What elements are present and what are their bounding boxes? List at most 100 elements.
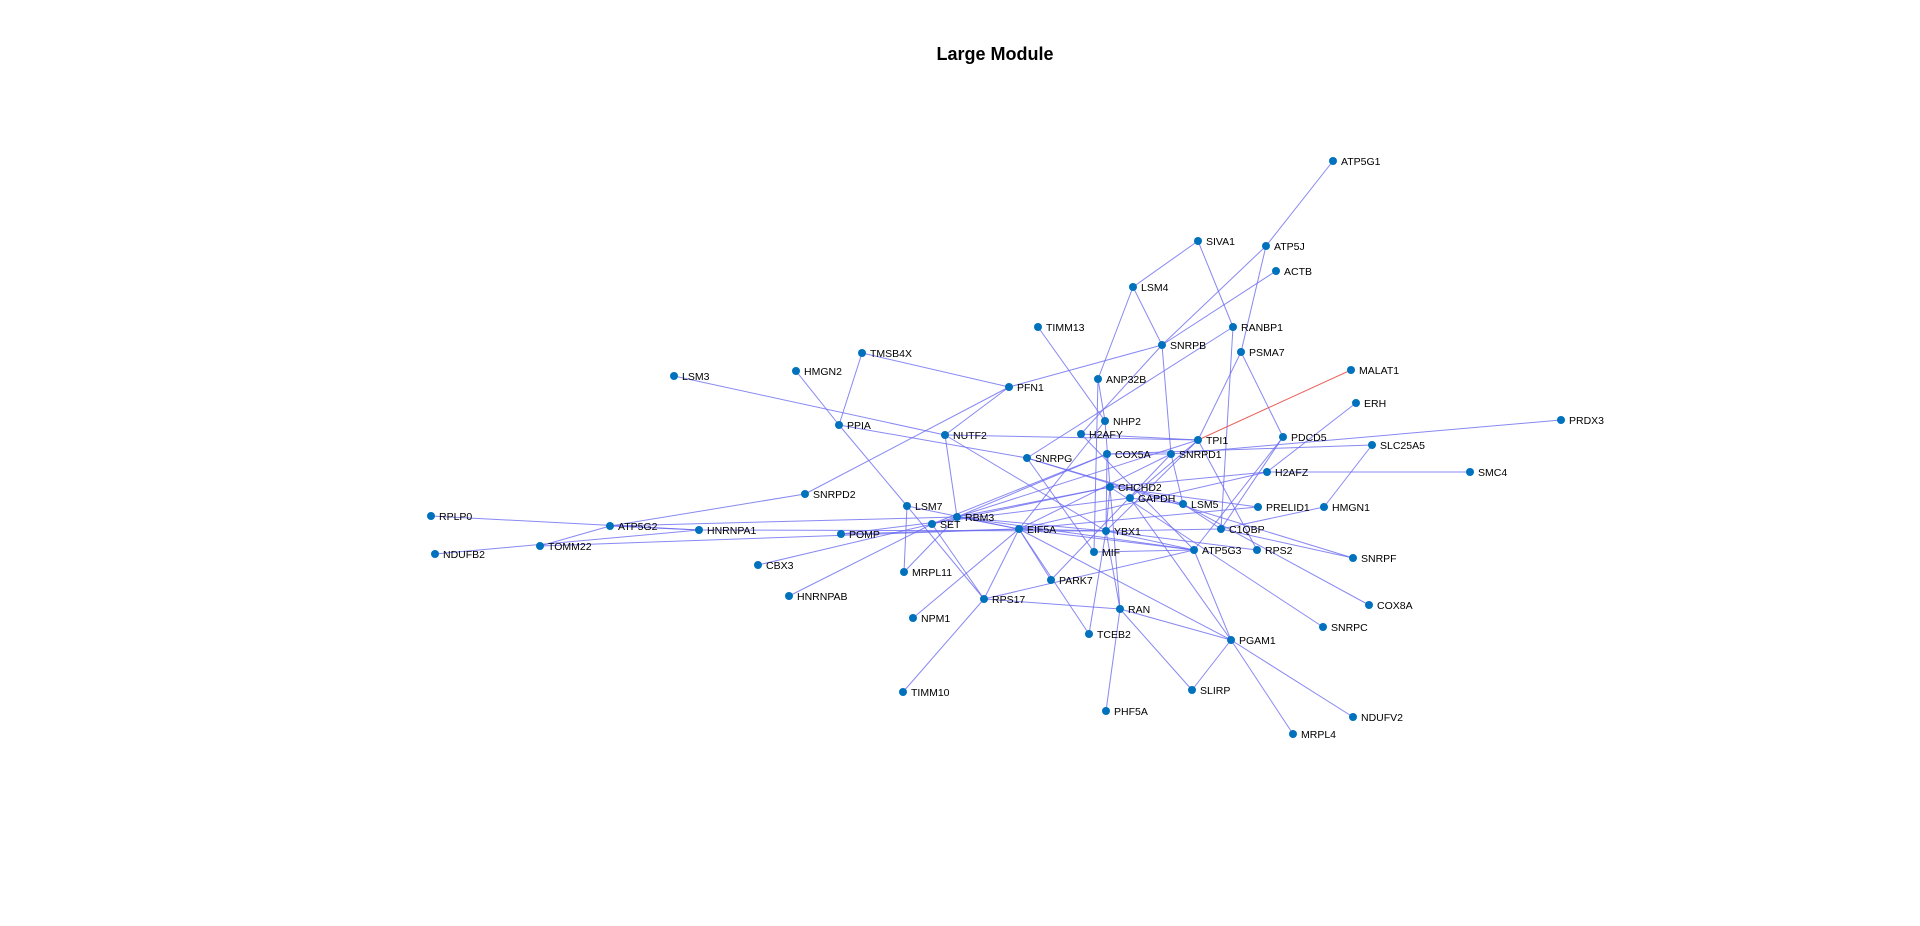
node-prelid1[interactable] <box>1254 503 1262 511</box>
edges-layer <box>430 160 1562 735</box>
edge-SNRPB-H2AFY <box>1080 344 1163 435</box>
node-eif5a[interactable] <box>1015 525 1023 533</box>
node-cox5a[interactable] <box>1103 450 1111 458</box>
node-label-mrpl4: MRPL4 <box>1301 729 1336 741</box>
edge-GAPDH-LSM5 <box>1129 497 1184 505</box>
edge-RANBP1-C1QBP <box>1220 326 1234 530</box>
node-phf5a[interactable] <box>1102 707 1110 715</box>
node-rbm3[interactable] <box>953 513 961 521</box>
node-label-rps17: RPS17 <box>992 594 1025 606</box>
node-mrpl4[interactable] <box>1289 730 1297 738</box>
node-c1qbp[interactable] <box>1217 525 1225 533</box>
node-lsm4[interactable] <box>1129 283 1137 291</box>
node-label-hnrnpab: HNRNPAB <box>797 591 848 603</box>
node-hmgn2[interactable] <box>792 367 800 375</box>
edge-PRELID1-EIF5A <box>1018 506 1259 530</box>
node-ndufv2[interactable] <box>1349 713 1357 721</box>
edge-PGAM1-NDUFV2 <box>1230 639 1354 718</box>
node-snrpc[interactable] <box>1319 623 1327 631</box>
edge-SET-CBX3 <box>757 523 933 566</box>
node-h2afy[interactable] <box>1077 430 1085 438</box>
edge-PFN1-NUTF2 <box>944 386 1010 436</box>
node-snrpb[interactable] <box>1158 341 1166 349</box>
edge-LSM5-C1QBP <box>1182 503 1222 530</box>
node-chchd2[interactable] <box>1106 483 1114 491</box>
node-psma7[interactable] <box>1237 348 1245 356</box>
node-label-pomp: POMP <box>849 529 880 541</box>
node-label-pfn1: PFN1 <box>1017 382 1044 394</box>
node-hnrnpa1[interactable] <box>695 526 703 534</box>
node-nutf2[interactable] <box>941 431 949 439</box>
node-park7[interactable] <box>1047 576 1055 584</box>
node-cbx3[interactable] <box>754 561 762 569</box>
node-hnrnpab[interactable] <box>785 592 793 600</box>
node-erh[interactable] <box>1352 399 1360 407</box>
node-cox8a[interactable] <box>1365 601 1373 609</box>
node-rplp0[interactable] <box>427 512 435 520</box>
node-label-hmgn2: HMGN2 <box>804 366 842 378</box>
node-siva1[interactable] <box>1194 237 1202 245</box>
node-atp5g2[interactable] <box>606 522 614 530</box>
node-pdcd5[interactable] <box>1279 433 1287 441</box>
node-label-smc4: SMC4 <box>1478 467 1507 479</box>
edge-ANP32B-NHP2 <box>1097 378 1106 422</box>
node-ranbp1[interactable] <box>1229 323 1237 331</box>
node-ndufb2[interactable] <box>431 550 439 558</box>
node-lsm5[interactable] <box>1179 500 1187 508</box>
edge-ERH-H2AFZ <box>1266 402 1357 473</box>
node-tceb2[interactable] <box>1085 630 1093 638</box>
node-label-rplp0: RPLP0 <box>439 511 472 523</box>
node-label-snrpg: SNRPG <box>1035 453 1072 465</box>
node-timm13[interactable] <box>1034 323 1042 331</box>
node-snrpf[interactable] <box>1349 554 1357 562</box>
node-malat1[interactable] <box>1347 366 1355 374</box>
node-actb[interactable] <box>1272 267 1280 275</box>
node-npm1[interactable] <box>909 614 917 622</box>
edge-LSM3-NUTF2 <box>673 375 946 436</box>
edge-CHCHD2-SNRPC <box>1109 486 1324 628</box>
node-snrpd2[interactable] <box>801 490 809 498</box>
node-slc25a5[interactable] <box>1368 441 1376 449</box>
node-pgam1[interactable] <box>1227 636 1235 644</box>
node-h2afz[interactable] <box>1263 468 1271 476</box>
node-gapdh[interactable] <box>1126 494 1134 502</box>
node-pfn1[interactable] <box>1005 383 1013 391</box>
node-atp5j[interactable] <box>1262 242 1270 250</box>
node-ppia[interactable] <box>835 421 843 429</box>
edge-SNRPD1-PARK7 <box>1050 453 1172 581</box>
node-mif[interactable] <box>1090 548 1098 556</box>
node-lsm7[interactable] <box>903 502 911 510</box>
edge-LSM7-MRPL11 <box>903 505 908 573</box>
node-snrpg[interactable] <box>1023 454 1031 462</box>
edge-TMSB4X-PFN1 <box>861 352 1010 388</box>
node-atp5g3[interactable] <box>1190 546 1198 554</box>
node-tomm22[interactable] <box>536 542 544 550</box>
node-lsm3[interactable] <box>670 372 678 380</box>
node-pomp[interactable] <box>837 530 845 538</box>
node-rps17[interactable] <box>980 595 988 603</box>
edge-CHCHD2-PRELID1 <box>1109 486 1259 508</box>
node-prdx3[interactable] <box>1557 416 1565 424</box>
node-tpi1[interactable] <box>1194 436 1202 444</box>
node-mrpl11[interactable] <box>900 568 908 576</box>
node-label-prdx3: PRDX3 <box>1569 415 1604 427</box>
node-label-h2afz: H2AFZ <box>1275 467 1309 479</box>
node-tmsb4x[interactable] <box>858 349 866 357</box>
node-set[interactable] <box>928 520 936 528</box>
node-anp32b[interactable] <box>1094 375 1102 383</box>
node-rps2[interactable] <box>1253 546 1261 554</box>
node-slirp[interactable] <box>1188 686 1196 694</box>
node-ybx1[interactable] <box>1102 527 1110 535</box>
node-hmgn1[interactable] <box>1320 503 1328 511</box>
node-label-ybx1: YBX1 <box>1114 526 1141 538</box>
edge-RBM3-MRPL11 <box>903 516 958 573</box>
node-ran[interactable] <box>1116 605 1124 613</box>
edge-TPI1-RBM3 <box>956 439 1199 518</box>
edge-RANBP1-SNRPG <box>1026 326 1234 459</box>
node-atp5g1[interactable] <box>1329 157 1337 165</box>
node-smc4[interactable] <box>1466 468 1474 476</box>
node-timm10[interactable] <box>899 688 907 696</box>
node-label-nutf2: NUTF2 <box>953 430 987 442</box>
node-snrpd1[interactable] <box>1167 450 1175 458</box>
node-nhp2[interactable] <box>1101 417 1109 425</box>
